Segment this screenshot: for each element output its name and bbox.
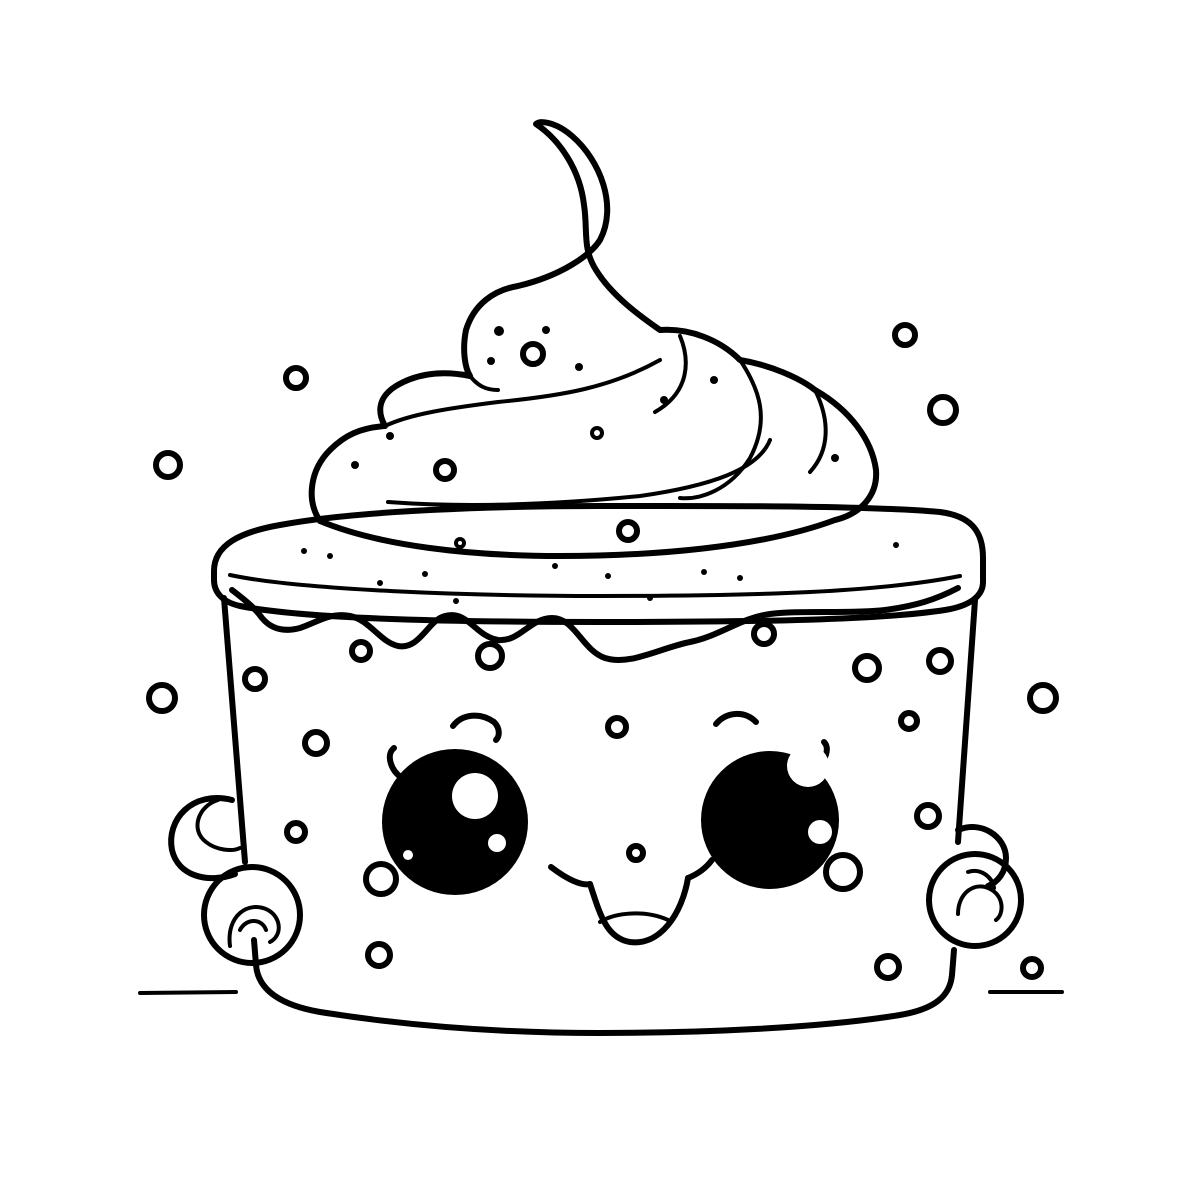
cake-face: [363, 711, 863, 946]
speck-icon: [327, 553, 333, 559]
bubble-icon: [146, 682, 178, 714]
speck-icon: [647, 595, 653, 601]
speck-icon: [377, 580, 383, 586]
frosting-tip-line: [468, 374, 500, 392]
bubble-icon: [153, 450, 183, 480]
cake-top-rim: [211, 502, 986, 625]
speck-icon: [552, 563, 558, 569]
ground-line-left: [138, 990, 238, 995]
left-eyelash: [386, 745, 405, 781]
right-upper-swirl: [955, 823, 1009, 889]
speck-icon: [494, 326, 504, 336]
left-eye-highlight-small: [488, 834, 506, 852]
speck-icon: [710, 376, 718, 384]
bubble-icon: [302, 729, 330, 757]
left-eye: [382, 749, 528, 895]
cake-rim-inner-line: [228, 573, 962, 598]
bubble-icon: [590, 426, 604, 440]
right-eye-highlight: [787, 745, 829, 787]
icing-drip-line: [229, 585, 961, 663]
frosting-swirl-line-4: [653, 334, 688, 414]
bubble-icon: [1020, 956, 1044, 980]
cake-body: [211, 502, 986, 1036]
frosting-swirl-line-1: [383, 358, 662, 428]
left-cheek-bubble: [363, 861, 399, 897]
bubble-icon: [283, 365, 309, 391]
speck-icon: [351, 461, 359, 469]
left-lower-swirl-inner-2: [238, 919, 268, 932]
bubble-icon: [892, 322, 918, 348]
speck-icon: [893, 542, 899, 548]
left-eye-highlight-dot: [403, 850, 413, 860]
speck-icon: [422, 571, 428, 577]
speck-icon: [660, 396, 668, 404]
bubble-icon: [349, 639, 373, 663]
bubble-icon: [605, 715, 629, 739]
mouth-right-corner: [685, 857, 715, 881]
left-lower-swirl: [201, 864, 303, 966]
speck-icon: [701, 569, 707, 575]
right-lower-swirl-inner-2: [966, 869, 996, 890]
cake-bubbles: [242, 621, 954, 981]
cake-right-side: [955, 597, 978, 845]
frosting-swirl: [308, 119, 880, 559]
bubble-icon: [365, 941, 393, 969]
left-eye-highlight: [452, 773, 498, 819]
bubble-icon: [475, 641, 505, 671]
mouth-left-corner: [548, 864, 593, 888]
frosting-dots: [301, 326, 899, 604]
bubble-icon: [751, 621, 777, 647]
speck-icon: [831, 454, 839, 462]
right-swirls: [926, 823, 1024, 949]
floating-bubbles: [146, 322, 1059, 980]
bubble-icon: [1027, 682, 1059, 714]
right-eye-highlight-small: [808, 820, 832, 844]
right-lower-swirl: [926, 851, 1024, 949]
frosting-outline: [308, 119, 880, 524]
speck-icon: [301, 548, 307, 554]
right-lower-swirl-inner: [956, 884, 1004, 922]
left-upper-swirl: [168, 795, 238, 882]
bubble-icon: [898, 710, 920, 732]
speck-icon: [605, 573, 611, 579]
bubble-icon: [242, 666, 268, 692]
left-eyebrow: [450, 712, 502, 743]
bubble-icon: [926, 647, 954, 675]
cake-bottom: [253, 962, 955, 1036]
bubble-icon: [284, 820, 308, 844]
bubble-icon: [852, 653, 882, 683]
bubble-icon: [626, 843, 646, 863]
frosting-swirl-line-2: [386, 438, 772, 507]
ground-lines: [138, 990, 1064, 995]
bubble-icon: [874, 953, 902, 981]
frosting-swirl-line-5: [808, 388, 828, 474]
speck-icon: [542, 326, 550, 334]
speck-icon: [487, 357, 495, 365]
speck-icon: [575, 363, 583, 371]
right-cheek-bubble: [823, 852, 863, 892]
speck-icon: [737, 575, 743, 581]
left-upper-swirl-inner: [195, 798, 242, 852]
left-lower-swirl-inner: [227, 905, 281, 948]
bubble-icon: [914, 802, 942, 830]
bubble-icon: [520, 341, 546, 367]
cake-right-bottom-join: [949, 947, 957, 978]
right-eyebrow: [713, 711, 759, 727]
cake-left-side: [221, 595, 248, 865]
mouth-open: [587, 875, 691, 946]
bubble-icon: [433, 458, 457, 482]
bubble-icon: [927, 394, 959, 426]
frosting-base-line: [317, 517, 838, 559]
left-swirls: [168, 795, 303, 966]
bubble-icon: [616, 519, 640, 543]
speck-icon: [386, 432, 394, 440]
tongue-line: [598, 911, 670, 924]
frosting-swirl-line-3: [678, 358, 763, 501]
speck-icon: [453, 598, 459, 604]
bubble-icon: [454, 537, 466, 549]
